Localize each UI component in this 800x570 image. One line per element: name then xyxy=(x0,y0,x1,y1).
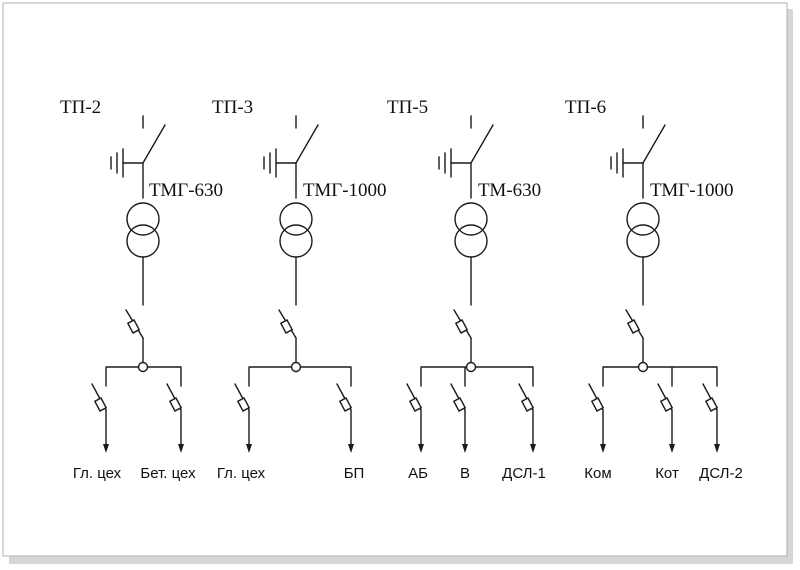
sub1-bus-node xyxy=(290,361,302,373)
substation-4-schematic xyxy=(588,115,720,453)
sub3-feeder-3-fuse xyxy=(704,397,719,412)
sub2-feeder-1-fuse xyxy=(408,397,423,412)
substation-tp3-name: ТП-3 xyxy=(212,97,253,118)
sub1-feeder-1-arrow xyxy=(246,444,252,453)
sub0-bus-node xyxy=(137,361,149,373)
substation-3-schematic xyxy=(406,115,536,453)
sub1-main-fuse xyxy=(279,319,294,334)
substation-tp2-feeder-2: Бет. цех xyxy=(140,465,196,482)
substation-tp6-transformer: ТМГ-1000 xyxy=(650,180,734,201)
sub2-feeder-3-fuse xyxy=(520,397,535,412)
sub3-feeder-3-arrow xyxy=(714,444,720,453)
sub2-disconnector-blade xyxy=(470,124,494,164)
substation-tp3-feeder-2: БП xyxy=(344,465,365,482)
sub0-feeder-1-arrow xyxy=(103,444,109,453)
sub2-feeder-2-fuse xyxy=(452,397,467,412)
sub1-feeder-2-arrow xyxy=(348,444,354,453)
sub3-feeder-2-fuse xyxy=(659,397,674,412)
sub0-main-fuse xyxy=(126,319,141,334)
substation-tp6-feeder-2: Кот xyxy=(655,465,679,482)
sub1-disconnector-blade xyxy=(295,124,319,164)
page-frame xyxy=(2,2,788,557)
substation-tp5-feeder-2: В xyxy=(460,465,470,482)
substation-tp3: ТП-3 ТМГ-1000 Гл. цех БП xyxy=(212,97,387,482)
sub2-transformer-winding-1 xyxy=(454,202,488,236)
sub2-feeder-3-arrow xyxy=(530,444,536,453)
substation-tp6: ТП-6 ТМГ-1000 Ком Кот ДСЛ-2 xyxy=(565,97,743,482)
sub0-feeder-2-fuse xyxy=(168,397,183,412)
substation-tp2-transformer: ТМГ-630 xyxy=(149,180,223,201)
substation-tp2-name: ТП-2 xyxy=(60,97,101,118)
sub2-bus-node xyxy=(465,361,477,373)
sub0-disconnector-blade xyxy=(142,124,166,164)
sub2-main-fuse xyxy=(454,319,469,334)
sub2-feeder-2-arrow xyxy=(462,444,468,453)
substation-2-schematic xyxy=(234,115,354,453)
substation-tp3-feeder-1: Гл. цех xyxy=(217,465,266,482)
sub3-feeder-1-arrow xyxy=(600,444,606,453)
sub0-transformer-winding-1 xyxy=(126,202,160,236)
substation-tp2: ТП-2 ТМГ-630 Гл. цех Бет. цех xyxy=(60,97,223,482)
sub1-transformer-winding-1 xyxy=(279,202,313,236)
substation-tp5-transformer: ТМ-630 xyxy=(478,180,541,201)
sub3-feeder-1-fuse xyxy=(590,397,605,412)
substation-tp3-transformer: ТМГ-1000 xyxy=(303,180,387,201)
sub3-disconnector-blade xyxy=(642,124,666,164)
substation-tp6-feeder-3: ДСЛ-2 xyxy=(699,465,743,482)
sub0-feeder-2-arrow xyxy=(178,444,184,453)
substation-tp5-name: ТП-5 xyxy=(387,97,428,118)
substation-tp2-feeder-1: Гл. цех xyxy=(73,465,122,482)
sub3-bus-node xyxy=(637,361,649,373)
sub3-feeder-2-arrow xyxy=(669,444,675,453)
substation-tp6-name: ТП-6 xyxy=(565,97,606,118)
sub3-transformer-winding-1 xyxy=(626,202,660,236)
schematic-lines xyxy=(91,115,720,453)
sub1-feeder-1-fuse xyxy=(236,397,251,412)
substation-tp5: ТП-5 ТМ-630 АБ В ДСЛ-1 xyxy=(387,97,546,482)
sub1-feeder-2-fuse xyxy=(338,397,353,412)
sub2-feeder-1-arrow xyxy=(418,444,424,453)
substation-tp5-feeder-3: ДСЛ-1 xyxy=(502,465,546,482)
substation-1-schematic xyxy=(91,115,184,453)
sub0-feeder-1-fuse xyxy=(93,397,108,412)
substation-tp5-feeder-1: АБ xyxy=(408,465,428,482)
sub3-main-fuse xyxy=(626,319,641,334)
substation-tp6-feeder-1: Ком xyxy=(584,465,611,482)
